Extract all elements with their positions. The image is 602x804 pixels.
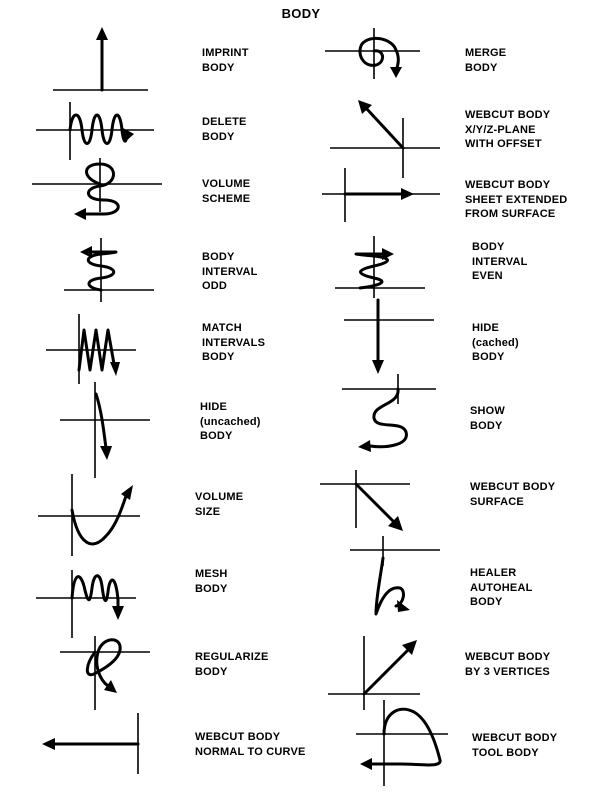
label-body-interval-even: BODY INTERVAL EVEN: [472, 241, 528, 282]
label-regularize-body: REGULARIZE BODY: [195, 651, 269, 678]
label-hide-uncached-body: HIDE (uncached) BODY: [200, 401, 261, 442]
show-body-gesture-icon: [342, 374, 436, 452]
regularize-body-gesture-icon: [60, 636, 150, 710]
label-delete-body: DELETE BODY: [202, 116, 247, 143]
hide-cached-gesture-icon: [344, 298, 434, 374]
body-interval-even-gesture-icon: [335, 236, 425, 298]
match-intervals-body-gesture-icon: [46, 314, 136, 384]
webcut-3-vertices-gesture-icon: [328, 636, 420, 710]
label-imprint-body: IMPRINT BODY: [202, 47, 249, 74]
label-healer-autoheal-body: HEALER AUTOHEAL BODY: [470, 567, 533, 608]
hide-uncached-gesture-icon: [60, 382, 150, 478]
label-match-intervals-body: MATCH INTERVALS BODY: [202, 322, 266, 363]
volume-size-gesture-icon: [38, 474, 140, 556]
imprint-body-gesture-icon: [53, 27, 148, 92]
label-show-body: SHOW BODY: [470, 405, 506, 432]
healer-autoheal-gesture-icon: [350, 536, 440, 616]
mesh-body-gesture-icon: [36, 570, 136, 638]
body-interval-odd-gesture-icon: [64, 238, 154, 302]
label-volume-scheme: VOLUME SCHEME: [202, 178, 251, 205]
label-mesh-body: MESH BODY: [195, 568, 228, 595]
delete-body-gesture-icon: [36, 102, 154, 160]
webcut-normal-to-curve-gesture-icon: [42, 713, 140, 774]
label-merge-body: MERGE BODY: [465, 47, 507, 74]
label-volume-size: VOLUME SIZE: [195, 491, 244, 518]
label-webcut-body-plane-offset: WEBCUT BODY X/Y/Z-PLANE WITH OFFSET: [465, 109, 551, 150]
label-webcut-body-3-vertices: WEBCUT BODY BY 3 VERTICES: [465, 651, 551, 678]
webcut-plane-offset-gesture-icon: [330, 100, 440, 178]
label-webcut-body-normal-to-curve: WEBCUT BODY NORMAL TO CURVE: [195, 731, 306, 758]
merge-body-gesture-icon: [325, 28, 420, 79]
label-webcut-body-sheet-extended: WEBCUT BODY SHEET EXTENDED FROM SURFACE: [465, 179, 568, 220]
volume-scheme-gesture-icon: [32, 158, 162, 220]
label-body-interval-odd: BODY INTERVAL ODD: [202, 251, 258, 292]
label-hide-cached-body: HIDE (cached) BODY: [472, 322, 519, 363]
page-title: BODY: [281, 6, 321, 21]
webcut-sheet-extended-gesture-icon: [322, 168, 440, 222]
webcut-body-surface-gesture-icon: [320, 470, 410, 531]
webcut-tool-body-gesture-icon: [356, 700, 448, 786]
label-webcut-body-tool-body: WEBCUT BODY TOOL BODY: [472, 732, 558, 759]
label-webcut-body-surface: WEBCUT BODY SURFACE: [470, 481, 556, 508]
